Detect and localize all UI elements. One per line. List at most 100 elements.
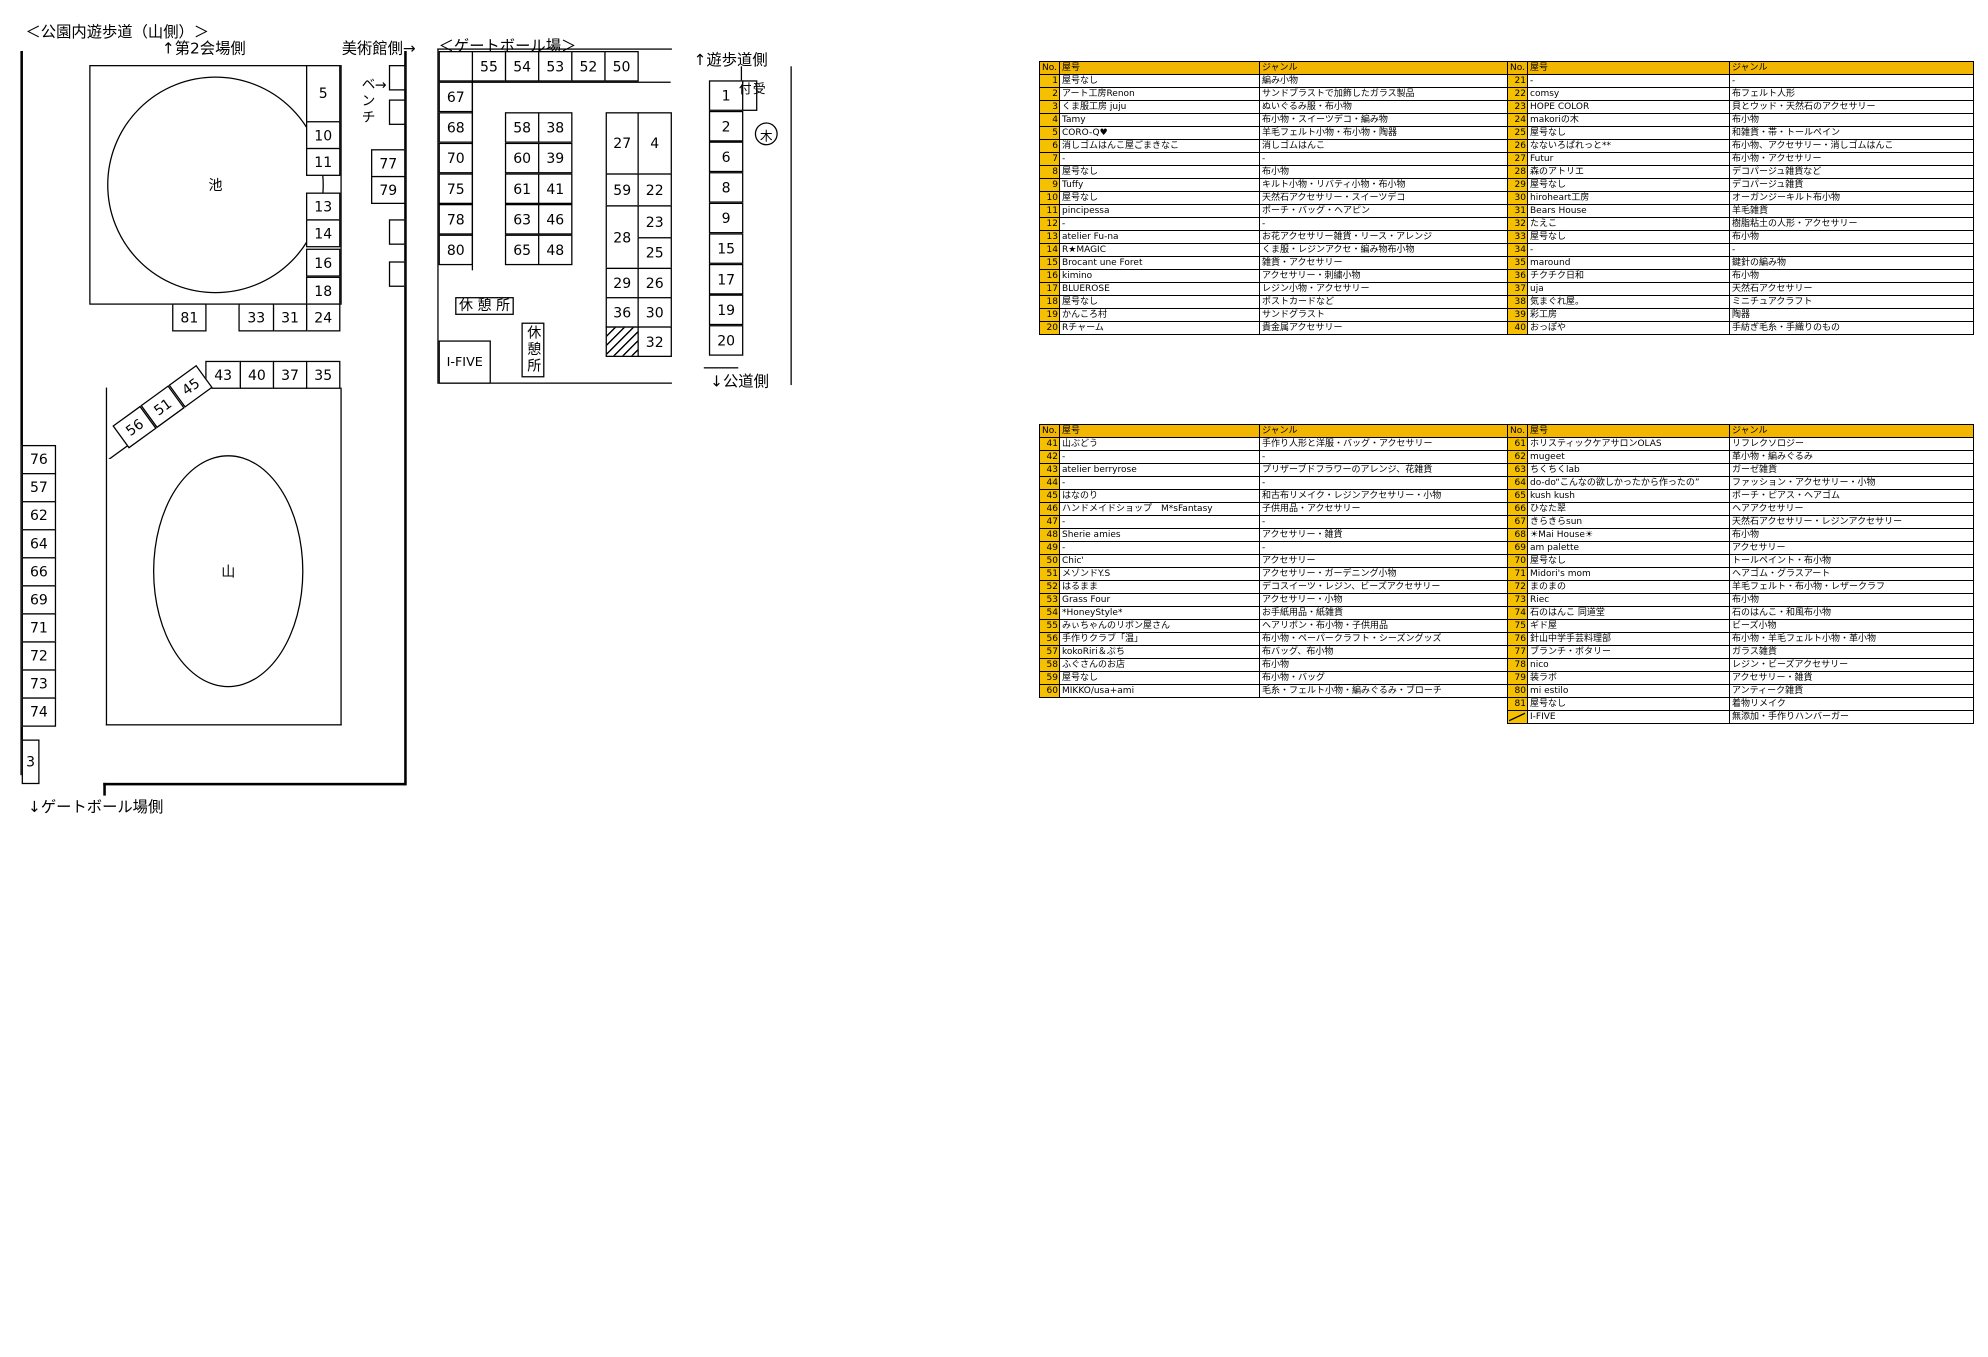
booth-62[interactable]: 62 [21, 501, 57, 531]
booth-14[interactable]: 14 [306, 219, 341, 248]
booth-48[interactable]: 48 [538, 234, 573, 266]
booth-3[interactable]: 3 [21, 739, 40, 785]
booth-71[interactable]: 71 [21, 613, 57, 643]
booth-75[interactable]: 75 [438, 173, 474, 204]
walk-bottom-line [703, 367, 739, 369]
booth-59[interactable]: 59 [605, 173, 639, 207]
booth-27[interactable]: 27 [605, 112, 639, 175]
shop-name: BLUEROSE [1059, 282, 1260, 296]
booth-63[interactable]: 63 [504, 204, 540, 235]
booth-60[interactable]: 60 [504, 142, 540, 174]
booth-number: 41 [1039, 437, 1060, 451]
booth-4[interactable]: 4 [637, 112, 672, 175]
booth-77[interactable]: 77 [371, 149, 406, 178]
empty-cell [1260, 698, 1508, 711]
booth-8[interactable]: 8 [708, 172, 744, 203]
booth-1[interactable]: 1 [708, 80, 744, 111]
booth-55[interactable]: 55 [471, 51, 507, 82]
genre: キルト小物・リバティ小物・布小物 [1259, 178, 1508, 192]
genre: 布小物 [1729, 528, 1974, 542]
booth-23[interactable]: 23 [637, 205, 672, 239]
booth-number: 60 [1039, 684, 1060, 698]
booth-15[interactable]: 15 [708, 233, 744, 264]
booth-16[interactable]: 16 [306, 248, 341, 277]
booth-30[interactable]: 30 [637, 297, 672, 328]
booth-50[interactable]: 50 [604, 51, 639, 82]
booth-38[interactable]: 38 [538, 112, 573, 143]
booth-25[interactable]: 25 [637, 237, 672, 270]
booth-58[interactable]: 58 [504, 112, 540, 143]
booth-52[interactable]: 52 [571, 51, 606, 82]
booth-73[interactable]: 73 [21, 669, 57, 699]
booth-61[interactable]: 61 [504, 173, 540, 204]
shop-name: kush kush [1527, 489, 1730, 503]
shop-name: Rチャーム [1059, 321, 1260, 335]
booth-19[interactable]: 19 [708, 294, 744, 326]
booth-29[interactable]: 29 [605, 267, 639, 299]
booth-37[interactable]: 37 [272, 360, 308, 389]
booth-72[interactable]: 72 [21, 641, 57, 671]
booth-number: 25 [1507, 126, 1528, 140]
booth-18[interactable]: 18 [306, 276, 341, 305]
booth-65[interactable]: 65 [504, 234, 540, 266]
booth-2[interactable]: 2 [708, 110, 744, 142]
genre: ミニチュアクラフト [1729, 295, 1974, 309]
genre: 羊毛フェルト・布小物・レザークラフ [1729, 580, 1974, 594]
booth-53[interactable]: 53 [538, 51, 573, 82]
genre: 布小物・バッグ [1259, 671, 1508, 685]
booth-32[interactable]: 32 [637, 326, 672, 357]
genre: ヘアリボン・布小物・子供用品 [1259, 619, 1508, 633]
booth-70[interactable]: 70 [438, 142, 474, 174]
booth-number: 72 [1507, 580, 1528, 594]
booth-40[interactable]: 40 [239, 360, 275, 389]
booth-69[interactable]: 69 [21, 585, 57, 615]
booth-11[interactable]: 11 [306, 147, 341, 176]
booth-79[interactable]: 79 [371, 175, 406, 204]
booth-36[interactable]: 36 [605, 297, 639, 328]
booth-22[interactable]: 22 [637, 173, 672, 207]
path-border-right [404, 51, 407, 786]
booth-54[interactable]: 54 [504, 51, 540, 82]
genre: 布小物・アクセサリー [1729, 152, 1974, 166]
booth-78[interactable]: 78 [438, 204, 474, 235]
booth-57[interactable]: 57 [21, 473, 57, 503]
booth-13[interactable]: 13 [306, 192, 341, 221]
booth-10[interactable]: 10 [306, 121, 341, 150]
booth-35[interactable]: 35 [306, 360, 341, 389]
booth-41[interactable]: 41 [538, 173, 573, 204]
booth-9[interactable]: 9 [708, 202, 744, 234]
booth-39[interactable]: 39 [538, 142, 573, 174]
booth-68[interactable]: 68 [438, 112, 474, 143]
booth-number: 46 [1039, 502, 1060, 516]
shop-name: ふぐさんのお店 [1059, 658, 1260, 672]
booth-number: 3 [1039, 100, 1060, 114]
booth-20[interactable]: 20 [708, 325, 744, 356]
booth-31[interactable]: 31 [272, 303, 308, 332]
booth-6[interactable]: 6 [708, 141, 744, 173]
ifive-booth[interactable]: I-FIVE [438, 340, 491, 384]
shop-name: 屋号なし [1527, 554, 1730, 568]
shop-name: ☀Mai House☀ [1527, 528, 1730, 542]
booth-67[interactable]: 67 [438, 81, 474, 113]
genre: プリザーブドフラワーのアレンジ、花雑貨 [1259, 463, 1508, 477]
booth-81[interactable]: 81 [172, 303, 207, 332]
genre: お花アクセサリー雑貨・リース・アレンジ [1259, 230, 1508, 244]
booth-80[interactable]: 80 [438, 234, 474, 266]
header-name: 屋号 [1527, 61, 1730, 75]
booth-5[interactable]: 5 [306, 65, 341, 123]
booth-76[interactable]: 76 [21, 444, 57, 475]
booth-28[interactable]: 28 [605, 205, 639, 270]
booth-46[interactable]: 46 [538, 204, 573, 235]
shop-name: なないろぱれっと** [1527, 139, 1730, 153]
header-no: No. [1039, 61, 1060, 75]
booth-26[interactable]: 26 [637, 267, 672, 299]
booth-24[interactable]: 24 [306, 303, 341, 332]
ifive-hatched-booth[interactable] [605, 326, 639, 357]
booth-64[interactable]: 64 [21, 529, 57, 559]
booth-33[interactable]: 33 [238, 303, 275, 332]
booth-66[interactable]: 66 [21, 557, 57, 587]
booth-74[interactable]: 74 [21, 697, 57, 727]
shop-name: am palette [1527, 541, 1730, 555]
booth-17[interactable]: 17 [708, 263, 744, 295]
